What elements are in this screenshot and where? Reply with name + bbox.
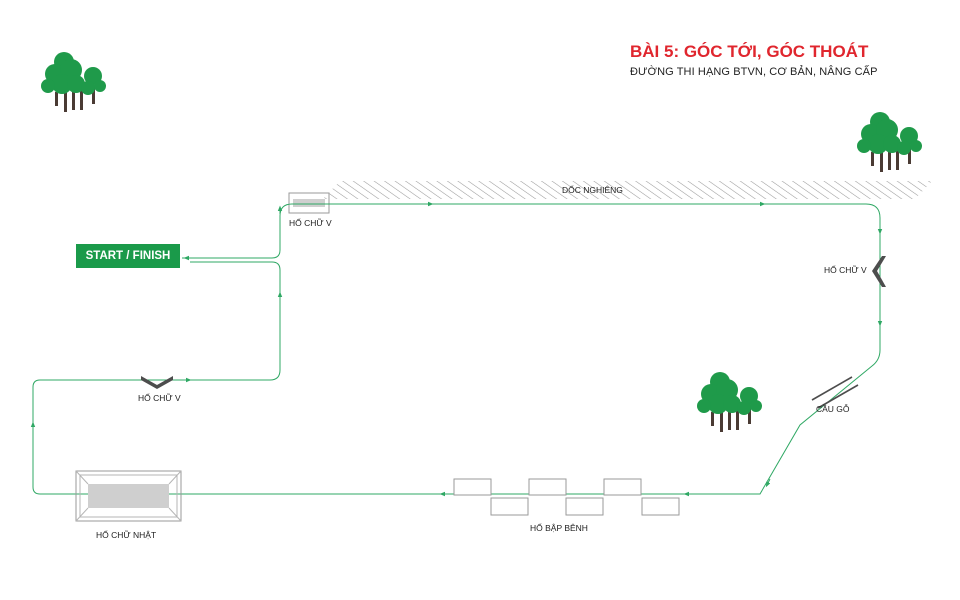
label-rect-trench: HỐ CHỮ NHẬT — [96, 530, 157, 540]
label-seesaw: HỐ BẬP BÊNH — [530, 523, 588, 533]
v-trench-right-obstacle — [872, 256, 886, 287]
wood-bridge-obstacle — [811, 376, 859, 409]
v-trench-top-obstacle — [288, 192, 330, 214]
direction-arrow-icon — [765, 478, 771, 488]
tree-cluster-icon — [41, 52, 106, 112]
label-v-trench-right: HỐ CHỮ V — [824, 265, 867, 275]
v-trench-icon — [872, 256, 886, 287]
v-trench-icon — [141, 376, 173, 389]
page-title: BÀI 5: GÓC TỚI, GÓC THOÁT — [630, 42, 869, 61]
seesaw-obstacle — [453, 478, 680, 516]
rect-trench-obstacle — [75, 470, 182, 522]
slope-obstacle — [323, 181, 932, 199]
start-finish-badge: START / FINISH — [76, 244, 180, 268]
label-v-trench-top: HỐ CHỮ V — [289, 218, 332, 228]
label-wood-bridge: CẦU GỖ — [816, 404, 850, 414]
v-trench-left-obstacle — [141, 376, 173, 389]
tree-cluster-icon — [697, 372, 762, 432]
tree-cluster-icon — [857, 112, 922, 172]
label-v-trench-left: HỐ CHỮ V — [138, 393, 181, 403]
label-slope: DỐC NGHIÊNG — [562, 185, 623, 195]
page-subtitle: ĐƯỜNG THI HẠNG BTVN, CƠ BẢN, NÂNG CẤP — [630, 66, 878, 78]
